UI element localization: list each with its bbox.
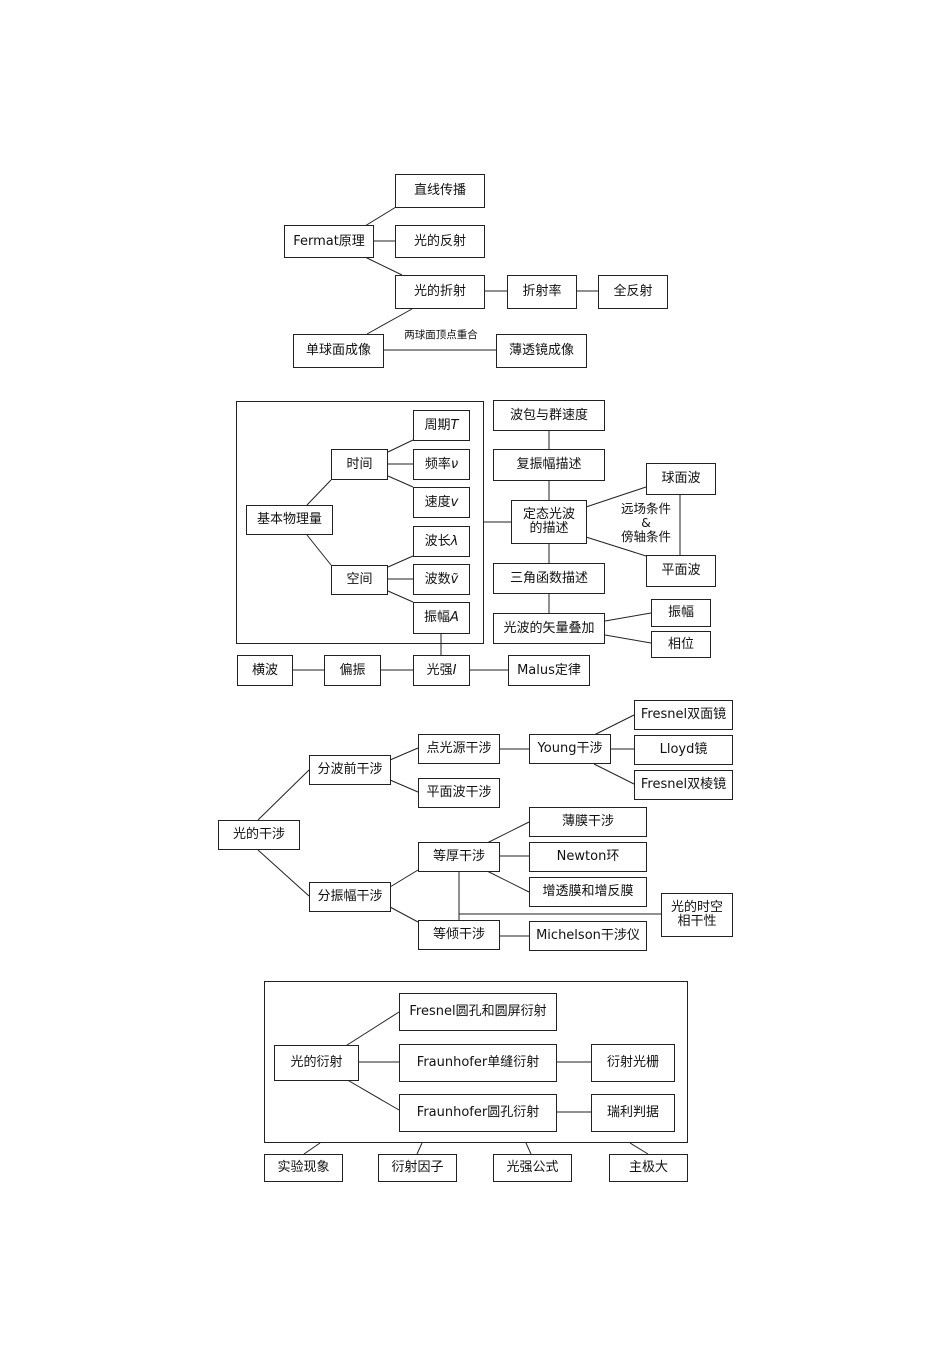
wavelength-label: 波长 [424, 533, 451, 549]
node-space: 空间 [331, 565, 388, 595]
intensity-symbol: I [452, 662, 457, 678]
node-refraction: 光的折射 [395, 275, 485, 309]
node-plane-wave: 平面波 [646, 555, 716, 587]
node-stationary-wave: 定态光波 的描述 [511, 500, 587, 544]
node-diffraction-root: 光的衍射 [274, 1045, 359, 1081]
node-thin-film: 薄膜干涉 [529, 807, 647, 837]
label-vertex-coincide: 两球面顶点重合 [404, 329, 478, 341]
node-interference-root: 光的干涉 [218, 820, 300, 850]
node-refractive-index: 折射率 [507, 275, 577, 309]
speed-symbol: v [450, 494, 459, 510]
node-wave-packet: 波包与群速度 [493, 400, 605, 431]
wavenumber-symbol: ṽ [450, 571, 459, 587]
node-superposition-phase: 相位 [651, 631, 711, 658]
node-reflection: 光的反射 [395, 225, 485, 258]
node-lloyd-mirror: Lloyd镜 [634, 735, 733, 765]
node-single-sphere-imaging: 单球面成像 [293, 334, 384, 368]
node-fresnel-hole-screen: Fresnel圆孔和圆屏衍射 [399, 993, 557, 1031]
frequency-symbol: ν [450, 456, 459, 472]
node-polarization: 偏振 [324, 655, 381, 686]
amplitude-symbol: A [450, 610, 459, 625]
node-fresnel-prism: Fresnel双棱镜 [634, 770, 733, 800]
node-intensity-formula: 光强公式 [493, 1154, 572, 1182]
node-principal-maximum: 主极大 [609, 1154, 688, 1182]
wavelength-symbol: λ [450, 533, 459, 549]
frequency-label: 频率 [424, 456, 451, 472]
node-vector-superposition: 光波的矢量叠加 [493, 613, 605, 644]
node-time: 时间 [331, 449, 388, 480]
wavenumber-label: 波数 [424, 571, 451, 587]
period-label: 周期 [424, 417, 451, 433]
node-fermat-principle: Fermat原理 [284, 225, 374, 258]
node-rayleigh-criterion: 瑞利判据 [591, 1094, 675, 1132]
node-fresnel-mirror: Fresnel双面镜 [634, 700, 733, 730]
node-trig-description: 三角函数描述 [493, 563, 605, 594]
node-fraunhofer-circular-hole: Fraunhofer圆孔衍射 [399, 1094, 557, 1132]
label-far-field-paraxial: 远场条件 & 傍轴条件 [620, 501, 671, 544]
node-coating: 增透膜和增反膜 [529, 877, 647, 907]
frame-diffraction [264, 981, 688, 1143]
node-fraunhofer-single-slit: Fraunhofer单缝衍射 [399, 1044, 557, 1082]
node-point-source: 点光源干涉 [418, 734, 500, 764]
node-young: Young干涉 [529, 734, 611, 764]
node-newton-rings: Newton环 [529, 842, 647, 872]
speed-label: 速度 [424, 494, 451, 510]
node-transverse-wave: 横波 [237, 655, 293, 686]
node-basic-quantities: 基本物理量 [246, 505, 333, 535]
node-plane-wave-interference: 平面波干涉 [418, 778, 500, 808]
node-wavefront-division: 分波前干涉 [309, 755, 391, 785]
node-thin-lens-imaging: 薄透镜成像 [496, 334, 587, 368]
node-diffraction-factor: 衍射因子 [378, 1154, 457, 1182]
node-experimental-phenomenon: 实验现象 [264, 1154, 343, 1182]
node-amplitude-division: 分振幅干涉 [309, 882, 391, 912]
node-total-reflection: 全反射 [598, 275, 668, 309]
node-complex-amplitude: 复振幅描述 [493, 449, 605, 481]
amplitude-label: 振幅 [424, 610, 451, 625]
node-diffraction-grating: 衍射光栅 [591, 1044, 675, 1082]
frame-basic-quantities [236, 401, 484, 644]
intensity-label: 光强 [426, 662, 453, 678]
period-symbol: T [450, 417, 459, 433]
node-superposition-amplitude: 振幅 [651, 599, 711, 627]
node-spatiotemporal-coherence: 光的时空 相干性 [661, 893, 733, 937]
node-equal-inclination: 等倾干涉 [418, 920, 500, 950]
node-malus-law: Malus定律 [508, 655, 590, 686]
node-equal-thickness: 等厚干涉 [418, 842, 500, 872]
node-straight-propagation: 直线传播 [395, 174, 485, 208]
node-spherical-wave: 球面波 [646, 463, 716, 495]
node-michelson: Michelson干涉仪 [529, 921, 647, 951]
